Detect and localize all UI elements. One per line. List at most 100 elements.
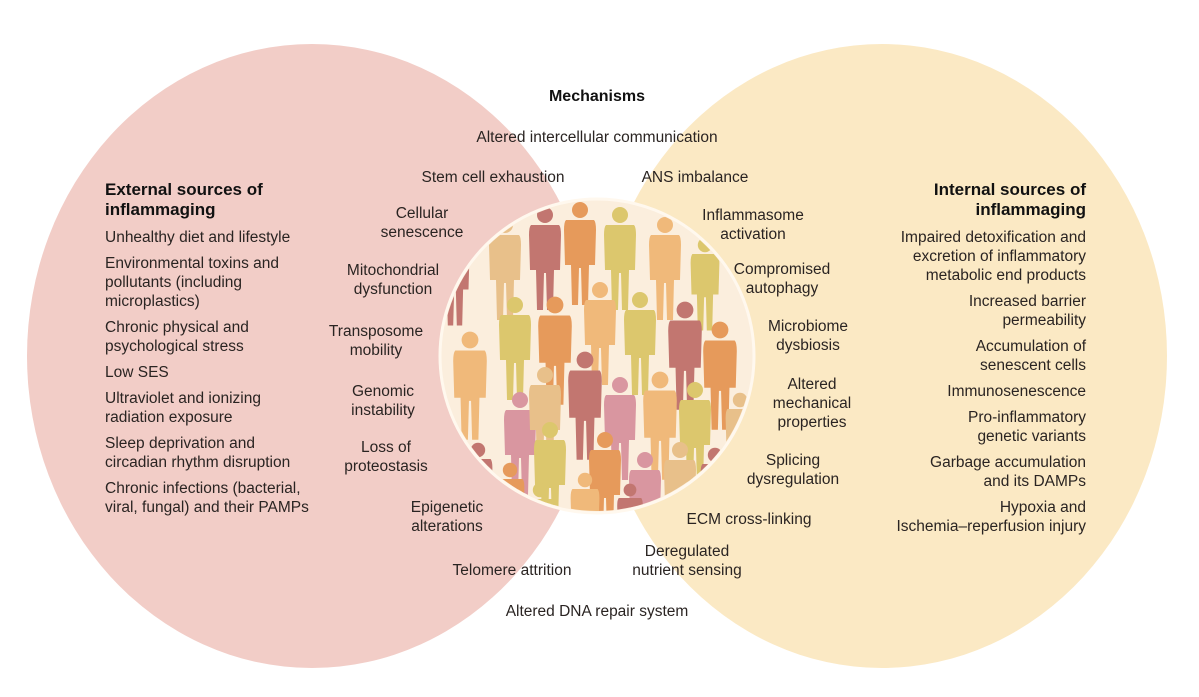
mechanism-line: Altered intercellular communication [476,129,718,146]
item-line: viral, fungal) and their PAMPs [105,499,309,516]
person-silhouette-icon [564,202,596,305]
mechanism-line: ANS imbalance [641,169,749,186]
mechanism-line: Altered DNA repair system [505,603,689,620]
item-line: microplastics) [105,293,200,310]
item-line: Hypoxia and [999,499,1086,516]
person-silhouette-icon [589,432,621,511]
person-silhouette-icon [629,452,661,511]
person-silhouette-icon [617,483,643,511]
mechanism-label: Transposome mobility [329,322,423,360]
item-line: psychological stress [105,338,244,355]
internal-sources-list: Internal sources of inflammaging Impaire… [826,180,1086,543]
heading-line: inflammaging [975,200,1086,219]
mechanism-line: Genomic [351,383,415,400]
internal-source-item: Immunosenescence [826,382,1086,401]
heading-line: Internal sources of [933,180,1086,199]
item-line: and its DAMPs [983,473,1086,490]
mechanism-label: Cellular senescence [381,204,464,242]
mechanism-line: activation [720,226,786,243]
mechanism-line: Cellular [395,205,449,222]
mechanism-line: Stem cell exhaustion [421,169,565,186]
person-silhouette-icon [649,217,681,320]
item-line: excretion of inflammatory [912,248,1086,265]
item-line: Chronic physical and [105,319,249,336]
internal-sources-ellipse [597,44,1167,668]
external-source-item: Environmental toxins and pollutants (incl… [105,254,345,311]
mechanism-label: Microbiome dysbiosis [768,317,848,355]
person-silhouette-icon [453,331,487,440]
mechanism-line: alterations [411,518,483,535]
internal-source-item: Impaired detoxification and excretion of … [826,228,1086,285]
external-source-item: Low SES [105,363,345,382]
person-silhouette-icon [624,292,656,395]
mechanism-line: dysbiosis [776,337,840,354]
internal-source-item: Pro-inflammatory genetic variants [826,408,1086,446]
mechanism-line: nutrient sensing [632,562,742,579]
item-line: Environmental toxins and [105,255,280,272]
mechanism-line: Epigenetic [410,499,484,516]
internal-sources-heading: Internal sources of inflammaging [826,180,1086,220]
item-line: Accumulation of [975,338,1086,355]
item-line: Unhealthy diet and lifestyle [105,229,291,246]
item-line: Low SES [105,364,169,381]
external-source-item: Unhealthy diet and lifestyle [105,228,345,247]
item-line: genetic variants [977,428,1086,445]
item-line: Pro-inflammatory [968,409,1086,426]
mechanism-line: dysregulation [746,471,840,488]
mechanism-line: ECM cross-linking [686,511,812,528]
mechanism-line: proteostasis [344,458,428,475]
person-silhouette-icon [568,351,602,460]
external-source-item: Chronic physical and psychological stress [105,318,345,356]
mechanism-label: Epigenetic alterations [411,498,483,536]
external-sources-heading: External sources of inflammaging [105,180,345,220]
person-silhouette-icon [499,297,531,400]
heading-line: inflammaging [105,200,216,219]
mechanism-label: Telomere attrition [453,561,572,580]
mechanism-line: Telomere attrition [452,562,572,579]
mechanism-line: Mitochondrial [346,262,440,279]
item-line: Garbage accumulation [930,454,1086,471]
mechanism-line: Altered [787,376,837,393]
item-line: Impaired detoxification and [900,229,1086,246]
person-silhouette-icon [570,472,600,511]
mechanism-line: mobility [349,342,403,359]
external-source-item: Ultraviolet and ionizing radiation exposu… [105,389,345,427]
mechanism-line: Transposome [328,323,424,340]
mechanism-label: ANS imbalance [642,168,749,187]
person-silhouette-icon [703,321,737,430]
mechanisms-heading: Mechanisms [548,88,646,105]
mechanism-label: Altered DNA repair system [506,602,689,621]
item-line: Ultraviolet and ionizing [105,390,261,407]
item-line: Ischemia–reperfusion injury [896,518,1086,535]
mechanism-label: ECM cross-linking [687,510,812,529]
item-line: pollutants (including [105,274,243,291]
item-line: senescent cells [980,357,1086,374]
person-silhouette-icon [604,207,636,310]
mechanism-label: Mitochondrial dysfunction [347,261,439,299]
item-line: Chronic infections (bacterial, [105,480,301,497]
mechanism-line: mechanical [772,395,852,412]
mechanism-line: properties [777,414,847,431]
person-silhouette-icon [525,482,555,511]
mechanism-label: Altered mechanical properties [773,375,851,432]
item-line: radiation exposure [105,409,233,426]
internal-source-item: Garbage accumulation and its DAMPs [826,453,1086,491]
external-sources-list: External sources of inflammaging Unhealt… [105,180,345,524]
item-line: Sleep deprivation and [105,435,255,452]
mechanism-line: autophagy [745,280,819,297]
external-source-item: Chronic infections (bacterial, viral, fun… [105,479,345,517]
mechanism-line: Compromised [733,261,831,278]
mechanism-line: senescence [380,224,464,241]
item-line: metabolic end products [925,267,1086,284]
mechanism-line: Splicing [765,452,821,469]
mechanism-line: Microbiome [767,318,849,335]
mechanism-line: dysfunction [353,281,433,298]
item-line: permeability [1002,312,1086,329]
